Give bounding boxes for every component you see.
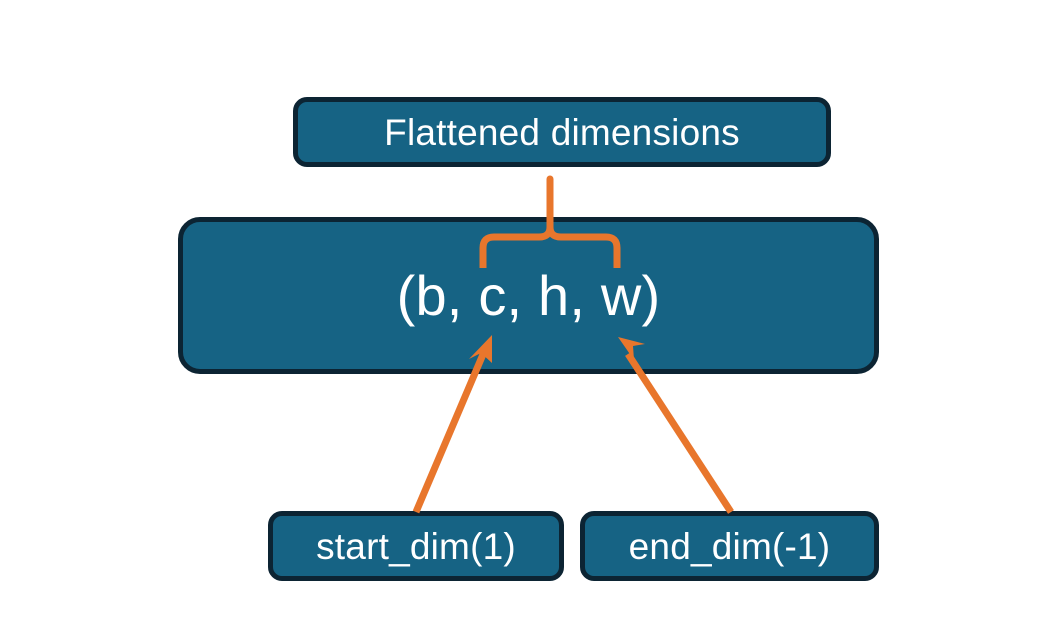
node-flattened-dimensions-label: Flattened dimensions <box>384 111 740 153</box>
node-end-dim-label: end_dim(-1) <box>628 525 831 567</box>
node-tensor-shape[interactable]: (b, c, h, w) <box>178 217 879 374</box>
node-tensor-shape-label: (b, c, h, w) <box>396 263 661 327</box>
node-flattened-dimensions[interactable]: Flattened dimensions <box>293 97 831 167</box>
node-start-dim[interactable]: start_dim(1) <box>268 511 564 581</box>
arrow-start-dim-shaft <box>412 350 488 514</box>
arrow-end-dim-shaft <box>625 352 734 514</box>
node-start-dim-label: start_dim(1) <box>316 525 516 567</box>
node-end-dim[interactable]: end_dim(-1) <box>580 511 879 581</box>
